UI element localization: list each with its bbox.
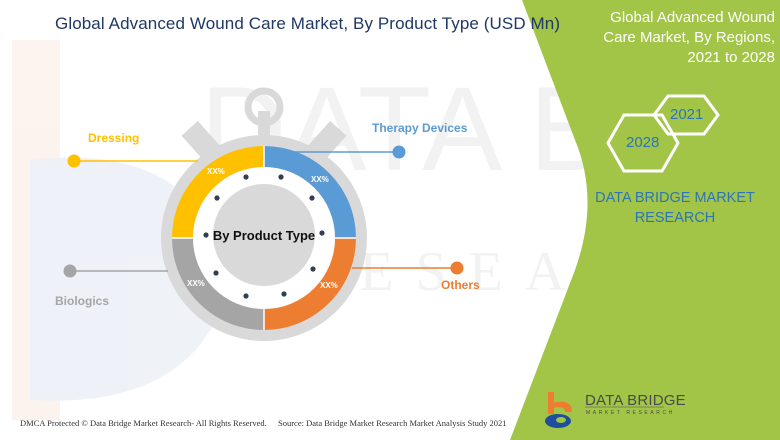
segment-biologics (172, 238, 264, 330)
label-biologics: Biologics (55, 294, 110, 308)
pct-dressing: XX% (207, 167, 225, 176)
segment-therapy-devices (264, 146, 356, 238)
logo-icon (545, 392, 664, 428)
pct-therapy-devices: XX% (311, 175, 329, 184)
footer-source: Source: Data Bridge Market Research Mark… (278, 418, 507, 428)
inner-dial (213, 184, 315, 286)
hex-year-2021: 2021 (670, 106, 704, 123)
hexagon-2028 (606, 113, 680, 173)
label-others: Others (441, 278, 480, 292)
center-label: By Product Type (212, 228, 316, 243)
logo-text: DATA BRIDGE (585, 392, 686, 409)
label-therapy-devices: Therapy Devices (372, 121, 468, 135)
pct-biologics: XX% (187, 279, 205, 288)
chart-title: Global Advanced Wound Care Market, By Pr… (55, 14, 561, 33)
brand-text: DATA BRIDGE MARKET RESEARCH (595, 190, 755, 226)
dial-dots (203, 174, 325, 299)
hex-year-2028: 2028 (626, 134, 660, 151)
logo-subtext: MARKET RESEARCH (586, 410, 675, 416)
side-panel-title: Global Advanced Wound Care Market, By Re… (603, 9, 775, 66)
footer-copyright: DMCA Protected © Data Bridge Market Rese… (20, 418, 267, 428)
callout-lines (63, 145, 464, 278)
segment-others (264, 238, 356, 330)
segment-dressing (172, 146, 264, 238)
pct-others: XX% (320, 281, 338, 290)
label-dressing: Dressing (88, 131, 140, 145)
